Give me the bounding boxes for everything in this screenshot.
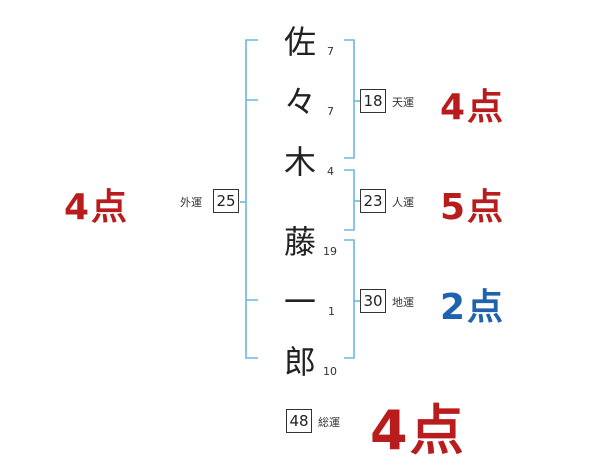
- earth-bracket: [344, 239, 355, 359]
- heaven-fortune-label: 天運: [392, 96, 414, 109]
- outer-fortune-label: 外運: [180, 196, 202, 209]
- name-char: 々: [283, 83, 316, 121]
- heaven-fortune-value: 18: [360, 89, 386, 113]
- outer-fortune-value: 25: [213, 189, 239, 213]
- total-fortune-label: 総運: [318, 416, 340, 429]
- name-char: 藤: [283, 223, 316, 261]
- stroke-count: 7: [327, 45, 334, 58]
- earth-fortune-score: 2点: [440, 287, 506, 328]
- person-fortune-label: 人運: [392, 196, 414, 209]
- person-bracket: [344, 169, 355, 231]
- stroke-count: 10: [323, 365, 337, 378]
- outer-fortune-score: 4点: [64, 187, 130, 228]
- earth-fortune-value: 30: [360, 289, 386, 313]
- total-fortune-value: 48: [286, 409, 312, 433]
- outer-bracket: [245, 39, 258, 359]
- name-char: 木: [283, 143, 316, 181]
- name-char: 佐: [283, 23, 316, 61]
- stroke-count: 19: [323, 245, 337, 258]
- name-char: 一: [283, 283, 316, 321]
- stroke-count: 7: [327, 105, 334, 118]
- heaven-fortune-score: 4点: [440, 87, 506, 128]
- earth-fortune-label: 地運: [392, 296, 414, 309]
- name-char: 郎: [283, 343, 316, 381]
- person-fortune-score: 5点: [440, 187, 506, 228]
- person-fortune-value: 23: [360, 189, 386, 213]
- stroke-count: 1: [328, 305, 335, 318]
- stroke-count: 4: [327, 165, 334, 178]
- total-fortune-score: 4点: [370, 399, 466, 462]
- heaven-bracket: [344, 39, 355, 159]
